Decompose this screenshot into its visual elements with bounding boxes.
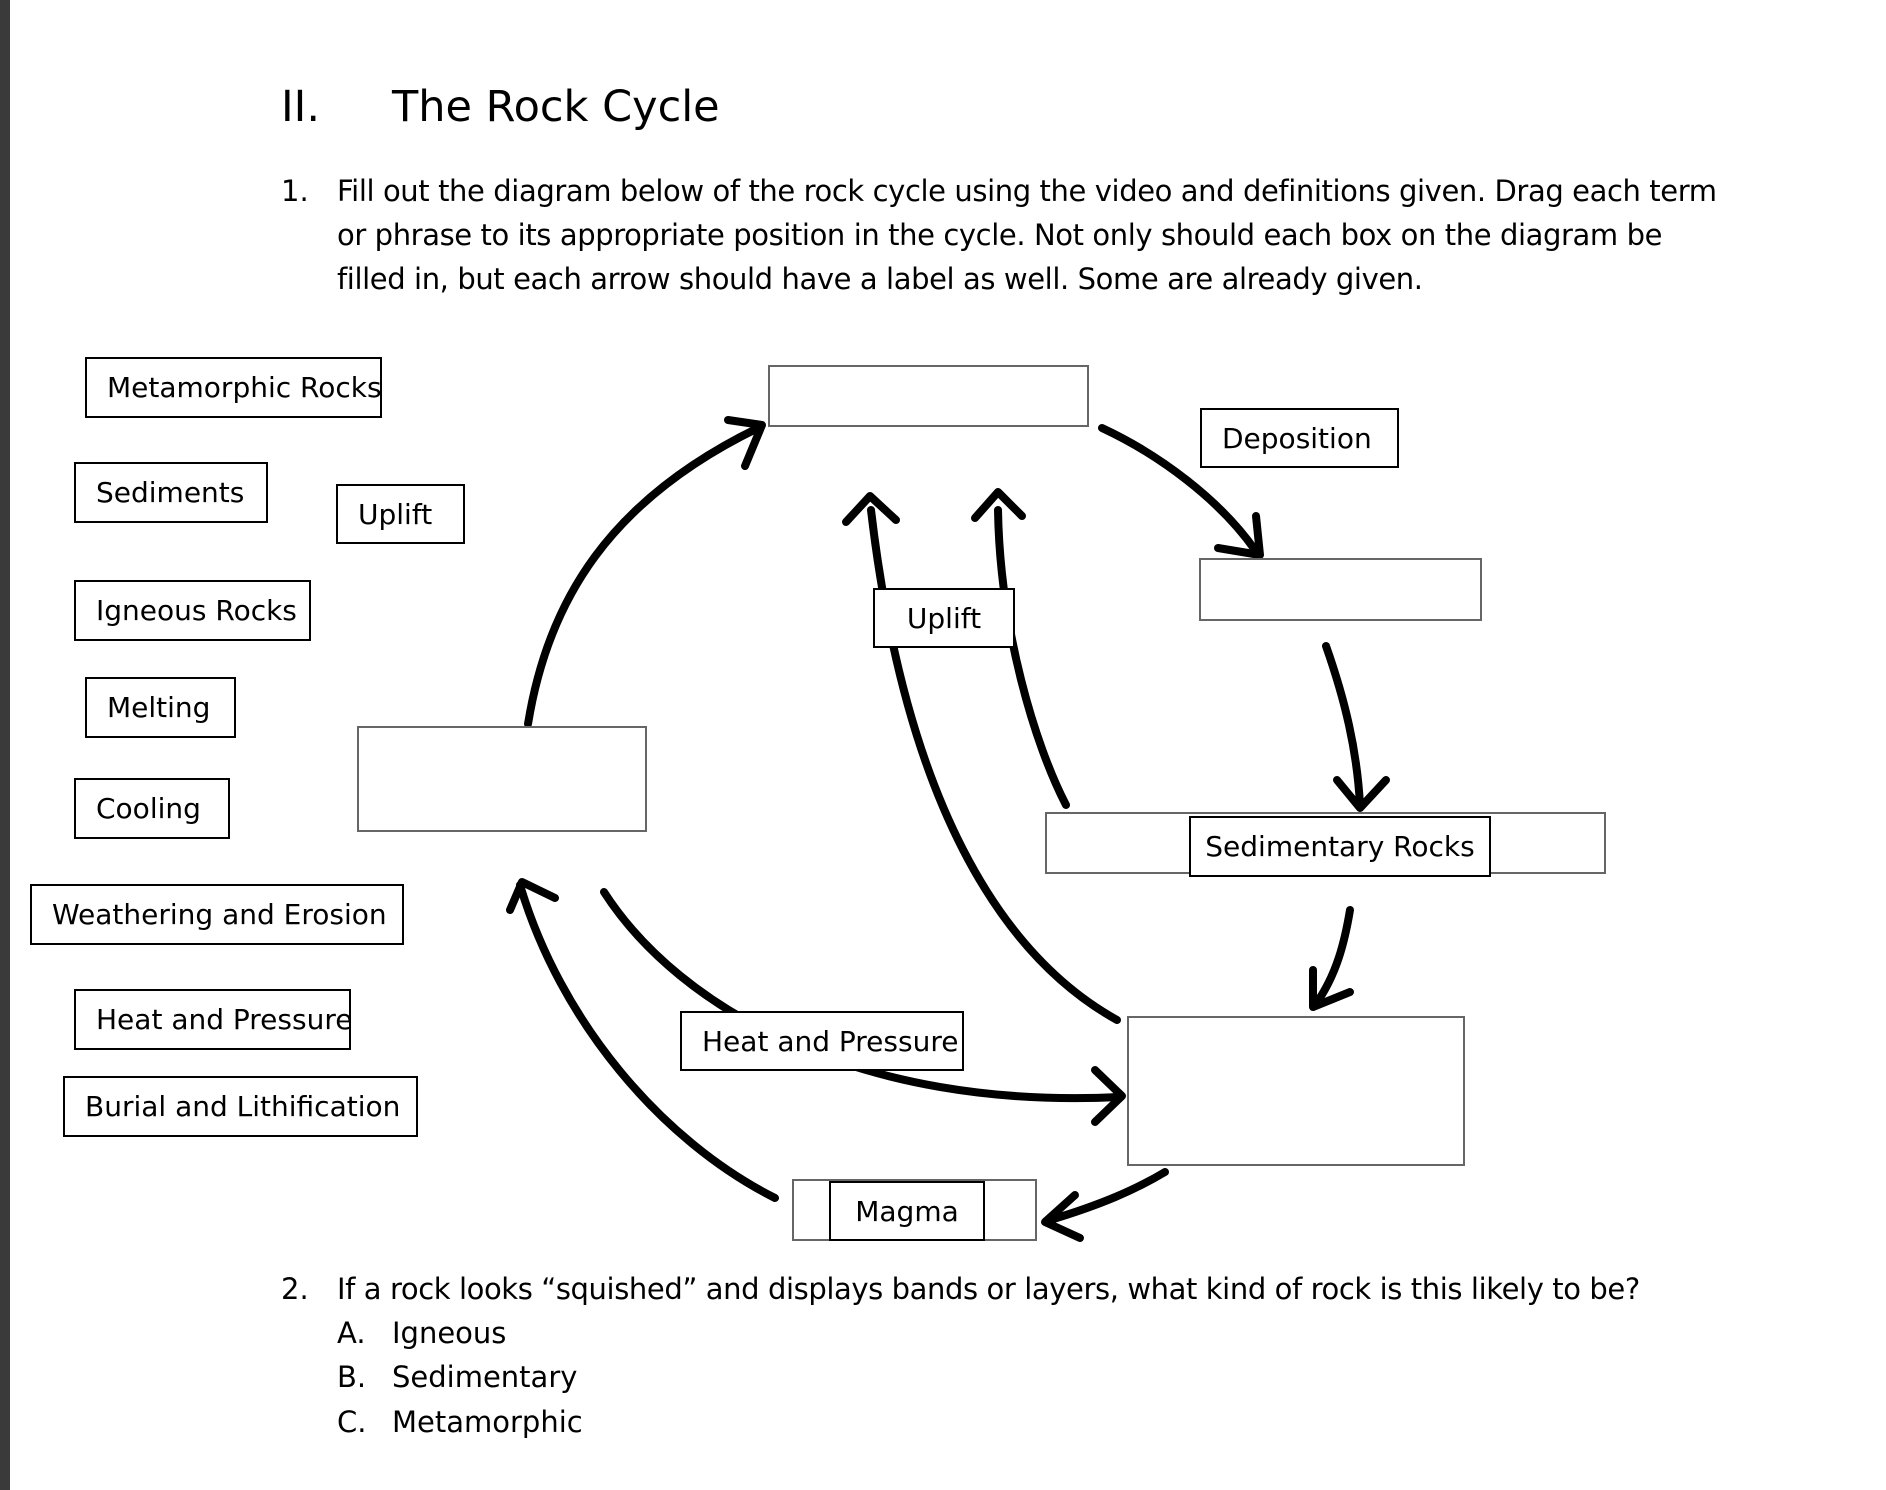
diagram-label-uplift[interactable]: Uplift (873, 588, 1015, 648)
term-metamorphic-rocks[interactable]: Metamorphic Rocks (85, 357, 382, 418)
empty-box-left[interactable] (357, 726, 647, 832)
arrow-magma-to-left (516, 881, 779, 1202)
empty-box-lower-right[interactable] (1127, 1016, 1465, 1166)
arrowhead-magma-to-left (506, 878, 559, 914)
term-heat-and-pressure[interactable]: Heat and Pressure (74, 989, 352, 1050)
question-1-line-2: or phrase to its appropriate position in… (337, 218, 1663, 252)
section-number: II. (281, 82, 321, 132)
question-1-line-3: filled in, but each arrow should have a … (337, 262, 1423, 296)
arrowhead-left-to-top (724, 416, 766, 470)
term-sediments[interactable]: Sediments (74, 462, 268, 523)
section-title: The Rock Cycle (392, 82, 720, 132)
arrowhead-uplift-left (842, 492, 900, 526)
choice-a-letter: A. (337, 1316, 366, 1350)
arrowhead-uplift-right (971, 488, 1026, 522)
term-cooling[interactable]: Cooling (74, 778, 230, 839)
arrow-sedimentary-to-lowerright (1311, 906, 1354, 1009)
diagram-label-heat-and-pressure[interactable]: Heat and Pressure (680, 1011, 964, 1071)
term-igneous-rocks[interactable]: Igneous Rocks (74, 580, 311, 641)
page-left-border (0, 0, 10, 1490)
arrow-right-to-sedimentary (1322, 642, 1364, 809)
arrow-top-to-right (1098, 424, 1259, 554)
choice-c-text[interactable]: Metamorphic (392, 1405, 583, 1439)
empty-box-right-upper[interactable] (1199, 558, 1482, 621)
term-melting[interactable]: Melting (85, 677, 236, 738)
choice-a-text[interactable]: Igneous (392, 1316, 507, 1350)
choice-b-letter: B. (337, 1360, 367, 1394)
question-2-text: If a rock looks “squished” and displays … (337, 1272, 1640, 1306)
arrowhead-right-to-sedimentary (1333, 776, 1390, 812)
choice-b-text[interactable]: Sedimentary (392, 1360, 578, 1394)
empty-box-top[interactable] (768, 365, 1089, 427)
term-burial-and-lithification[interactable]: Burial and Lithification (63, 1076, 418, 1137)
term-uplift[interactable]: Uplift (336, 484, 465, 544)
arrowhead-heat-to-lowerright (1091, 1066, 1126, 1126)
arrowhead-lowerright-to-magma (1041, 1191, 1084, 1242)
arrow-left-to-top (524, 424, 762, 728)
arrow-uplift-right (994, 506, 1070, 809)
term-weathering-and-erosion[interactable]: Weathering and Erosion (30, 884, 404, 945)
arrow-uplift-left (867, 506, 1121, 1024)
arrowhead-top-to-right (1214, 512, 1264, 559)
diagram-label-magma[interactable]: Magma (829, 1181, 985, 1241)
question-1-line-1: Fill out the diagram below of the rock c… (337, 174, 1717, 208)
arrowhead-sedimentary-to-lowerright (1309, 966, 1354, 1011)
diagram-label-sedimentary-rocks[interactable]: Sedimentary Rocks (1189, 816, 1491, 877)
choice-c-letter: C. (337, 1405, 367, 1439)
arrow-lowerright-to-magma (1046, 1168, 1169, 1224)
question-1-number: 1. (281, 174, 309, 208)
diagram-label-deposition[interactable]: Deposition (1200, 408, 1399, 468)
question-2-number: 2. (281, 1272, 309, 1306)
